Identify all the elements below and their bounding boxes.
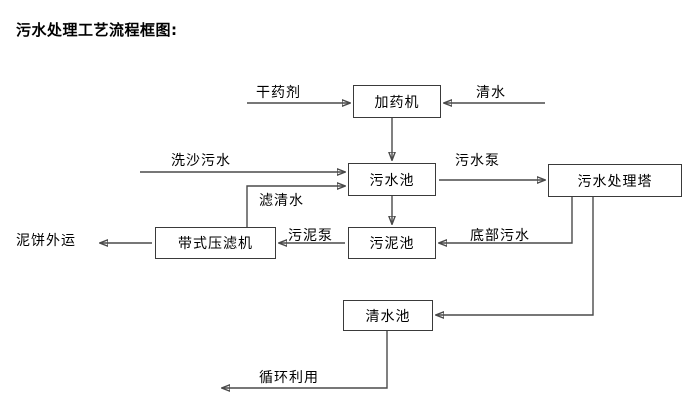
node-sewage-pool[interactable]: 污水池 — [348, 163, 436, 196]
wire-tower-to-clear-pool — [436, 197, 594, 315]
terminal-label-mud-cake-transport: 泥饼外运 — [16, 233, 76, 249]
node-label: 污泥池 — [369, 236, 415, 252]
edge-label-sewage-pump: 污水泵 — [455, 153, 500, 169]
node-label: 污水池 — [369, 172, 415, 189]
edge-label-dry-chemical: 干药剂 — [256, 85, 301, 101]
node-dosing-machine[interactable]: 加药机 — [353, 85, 441, 118]
edge-label-recycle-reuse: 循环利用 — [259, 370, 319, 386]
edge-label-filtered-clear-water: 滤清水 — [259, 193, 304, 209]
node-label: 清水池 — [365, 308, 411, 325]
edge-label-sand-washing-wastewater: 洗沙污水 — [171, 153, 231, 169]
wire-clear-pool-to-recycle — [222, 331, 388, 388]
edge-label-bottom-sewage: 底部污水 — [470, 228, 530, 244]
node-clear-water-pool[interactable]: 清水池 — [343, 300, 433, 331]
wire-filtrate-to-sewage-pool — [246, 186, 345, 227]
page-title: 污水处理工艺流程框图: — [16, 21, 178, 39]
edge-label-clean-water: 清水 — [476, 85, 506, 101]
node-label: 带式压滤机 — [178, 236, 253, 252]
node-treatment-tower[interactable]: 污水处理塔 — [548, 164, 682, 197]
node-label: 污水处理塔 — [577, 173, 653, 190]
wire-bottom-sewage-to-sludge-pool — [439, 197, 573, 243]
node-label: 加药机 — [374, 94, 420, 111]
node-sludge-pool[interactable]: 污泥池 — [348, 227, 436, 259]
node-belt-filter-press[interactable]: 带式压滤机 — [155, 227, 276, 259]
edge-label-sludge-pump: 污泥泵 — [288, 228, 333, 244]
